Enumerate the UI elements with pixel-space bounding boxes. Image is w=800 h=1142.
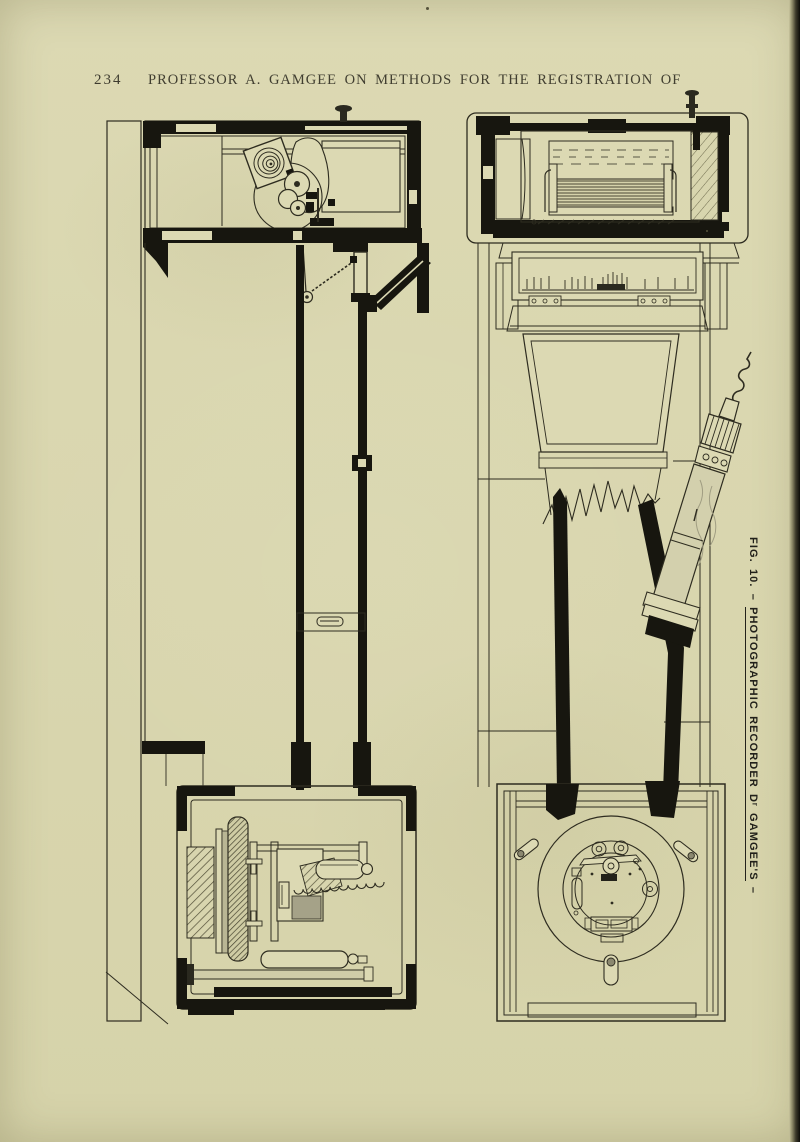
winding-pin: [335, 105, 352, 122]
pulley-and-cord: [300, 245, 357, 304]
column-bars: [142, 245, 372, 790]
turntable-base: [496, 781, 726, 1022]
figure-caption: FIG. 10. – PHOTOGRAPHIC RECORDER Dʳ GAMG…: [745, 537, 759, 895]
winding-key: [685, 90, 699, 118]
stylus-device: [641, 351, 752, 648]
brush-rod: [364, 255, 431, 312]
scale-panel-assembly: [495, 242, 740, 332]
gear-train: [277, 170, 335, 226]
page-edge-shadow: [789, 0, 800, 1142]
figure-caption-prefix: FIG. 10. –: [747, 537, 759, 608]
centre-mechanism: [571, 840, 658, 943]
running-title: PROFESSOR A. GAMGEE ON METHODS FOR THE R…: [148, 72, 682, 88]
clamp-handles: [513, 838, 699, 986]
column-shelf: [296, 612, 366, 632]
paper-speck: [706, 230, 708, 232]
figure-caption-title: PHOTOGRAPHIC RECORDER Dʳ GAMGEE'S: [745, 607, 759, 881]
figure-left-side-view: [105, 105, 431, 1025]
side-panel: [105, 120, 169, 1025]
page-number: 234: [94, 72, 123, 88]
clockwork-box: [143, 105, 421, 243]
stand-legs: [553, 488, 684, 792]
paper-speck: [426, 7, 429, 10]
figure-right-front-view: [466, 90, 752, 1022]
drum-box: [466, 112, 749, 244]
recording-drum: [544, 140, 677, 216]
camera-bellows: [522, 333, 680, 531]
recording-machine-box: [176, 785, 417, 1015]
escapement-band: [143, 228, 431, 313]
twisted-wire: [731, 351, 752, 404]
spring-motor-mechanism: [186, 816, 385, 985]
figure-caption-suffix: –: [747, 880, 759, 895]
